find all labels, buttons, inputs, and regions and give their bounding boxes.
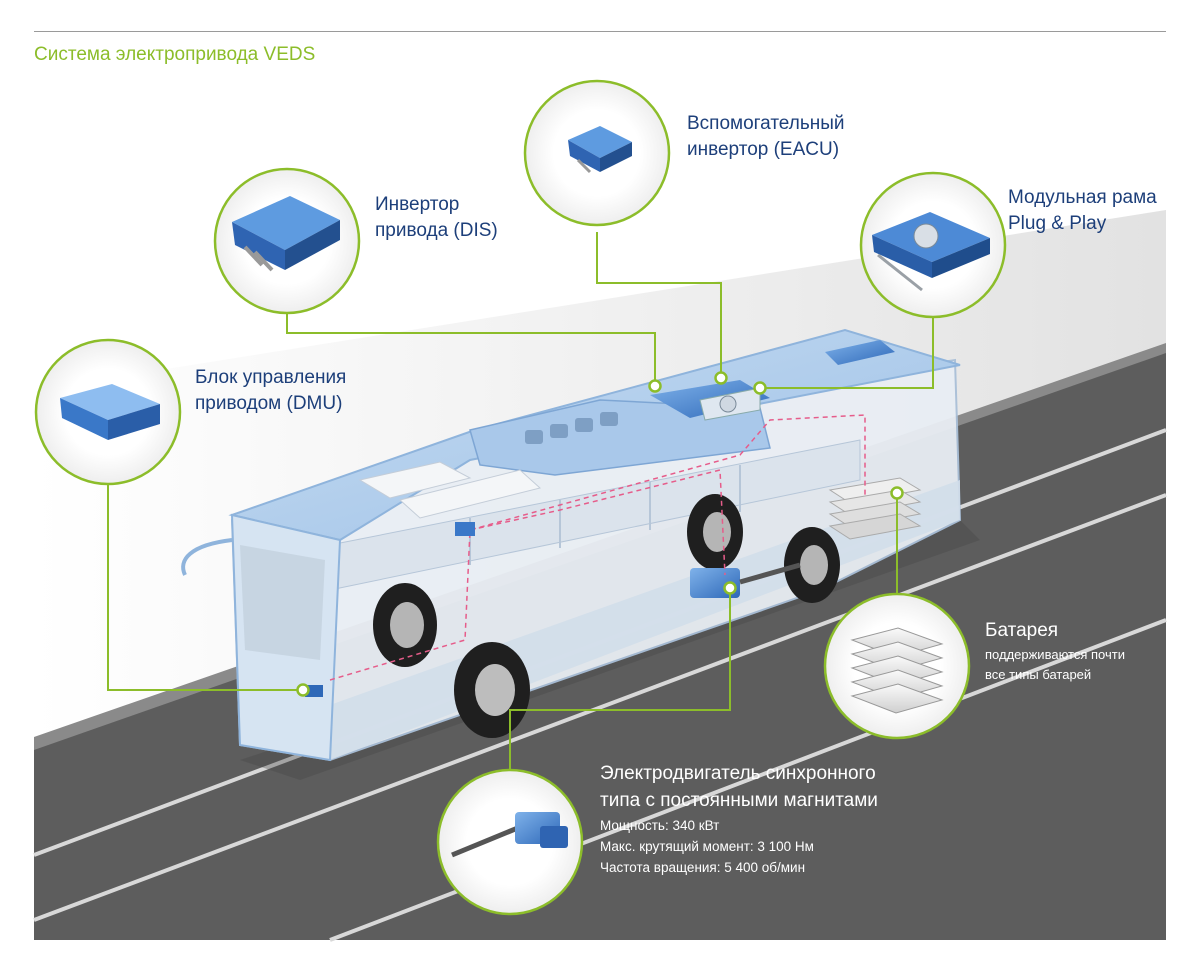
auxiliary-inverter-icon <box>568 126 632 174</box>
road-line-2 <box>33 493 1167 922</box>
circle-motor <box>436 768 584 916</box>
page-title: Система электропривода VEDS <box>34 44 316 65</box>
motor-icon <box>451 812 568 858</box>
modular-frame-icon <box>872 212 990 292</box>
inverter-icon <box>232 196 340 272</box>
motor-spec-speed: Частота вращения: 5 400 об/мин <box>600 860 806 875</box>
label-dis-line1: Инвертор <box>375 194 460 215</box>
label-frame-line1: Модульная рама <box>1008 187 1157 208</box>
motor-specs: Мощность: 340 кВт Макс. крутящий момент:… <box>600 815 814 878</box>
circle-battery <box>823 592 971 740</box>
connector-eacu <box>596 232 722 377</box>
connector-motor <box>509 588 731 770</box>
circle-dmu <box>34 338 182 486</box>
label-battery-desc: поддерживаются почти все типы батарей <box>985 645 1125 685</box>
label-motor: Электродвигатель синхронного типа с пост… <box>600 760 878 814</box>
label-motor-line1: Электродвигатель синхронного <box>600 763 876 784</box>
label-frame-line2: Plug & Play <box>1008 213 1107 234</box>
motor-spec-power: Мощность: 340 кВт <box>600 818 720 833</box>
connector-frame <box>760 318 934 389</box>
circle-eacu <box>523 79 671 227</box>
label-dmu: Блок управления приводом (DMU) <box>195 365 346 417</box>
circle-frame <box>859 171 1007 319</box>
label-eacu-line2: инвертор (EACU) <box>687 139 840 160</box>
label-battery-line2: все типы батарей <box>985 667 1092 682</box>
connector-dmu <box>107 485 303 691</box>
battery-icon <box>850 627 944 714</box>
connector-dis <box>286 312 656 384</box>
label-dis: Инвертор привода (DIS) <box>375 192 498 244</box>
control-unit-icon <box>60 384 160 440</box>
top-rule <box>34 31 1166 32</box>
label-battery-line1: поддерживаются почти <box>985 647 1125 662</box>
label-eacu-line1: Вспомогательный <box>687 113 845 134</box>
label-battery-title: Батарея <box>985 620 1059 641</box>
label-motor-line2: типа с постоянными магнитами <box>600 790 878 811</box>
label-eacu: Вспомогательный инвертор (EACU) <box>687 111 845 163</box>
label-dmu-line1: Блок управления <box>195 367 347 388</box>
label-dis-line2: привода (DIS) <box>375 220 498 241</box>
circle-dis <box>213 167 361 315</box>
label-frame: Модульная рама Plug & Play <box>1008 185 1157 237</box>
motor-spec-torque: Макс. крутящий момент: 3 100 Нм <box>600 839 814 854</box>
label-dmu-line2: приводом (DMU) <box>195 393 343 414</box>
bus-illustration <box>181 328 980 780</box>
